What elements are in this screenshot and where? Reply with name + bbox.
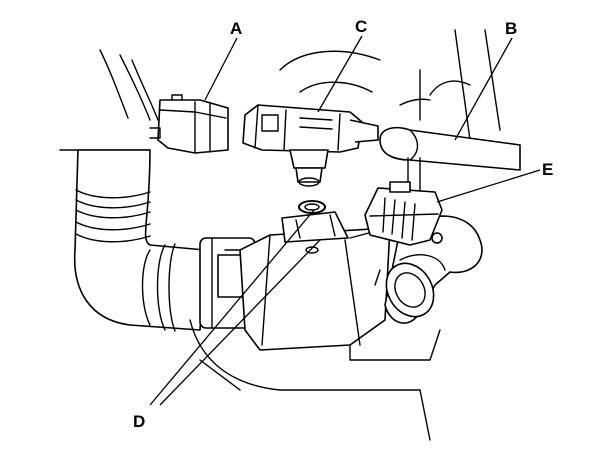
leader-c	[317, 35, 363, 113]
callout-d: D	[133, 412, 145, 431]
part-b-hose	[379, 126, 521, 191]
leader-d	[149, 209, 315, 406]
mount-bracket	[281, 211, 349, 243]
o-ring-seal	[298, 200, 326, 214]
callout-a: A	[230, 19, 242, 38]
callout-b: B	[505, 19, 517, 38]
callout-e: E	[542, 160, 553, 179]
part-c-sensor	[242, 104, 379, 187]
leader-b	[454, 37, 513, 141]
callout-c: C	[355, 17, 367, 36]
part-e-connector	[364, 181, 443, 246]
leader-a	[204, 37, 238, 101]
part-a-connector	[149, 94, 229, 154]
leader-lines	[149, 35, 541, 406]
main-housing	[189, 227, 441, 441]
corrugated-hose	[73, 149, 206, 332]
leader-e	[436, 169, 541, 203]
